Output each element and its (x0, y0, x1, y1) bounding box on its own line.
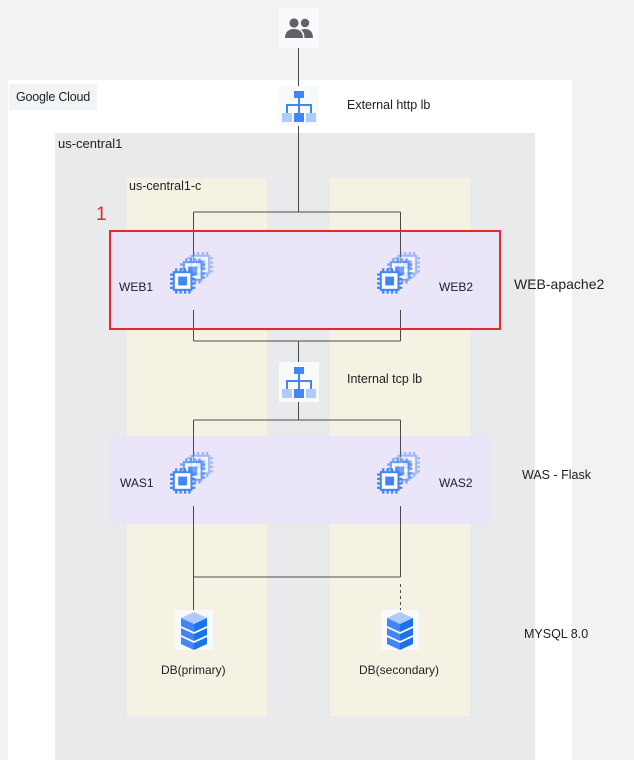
db-primary-icon (175, 610, 213, 650)
was2-compute-icon (372, 452, 430, 510)
external-lb-label: External http lb (347, 98, 431, 112)
db-secondary-label: DB(secondary) (359, 663, 440, 677)
external-lb-icon (279, 86, 319, 126)
web-tier-highlight (109, 230, 501, 330)
users-icon (279, 8, 319, 48)
internal-lb-label: Internal tcp lb (347, 372, 423, 386)
db-tier-label: MYSQL 8.0 (524, 627, 589, 641)
callout-marker: 1 (96, 204, 107, 225)
region-label: us-central1 (58, 136, 123, 151)
was-tier-label: WAS - Flask (522, 468, 591, 482)
google-cloud-logo: Google Cloud (9, 84, 97, 110)
web-tier-label: WEB-apache2 (514, 276, 605, 292)
was1-compute-icon (165, 452, 223, 510)
was2-label: WAS2 (439, 476, 473, 490)
internal-lb-icon (279, 362, 319, 402)
web1-compute-icon (165, 252, 223, 310)
web2-label: WEB2 (439, 280, 474, 294)
db-primary-label: DB(primary) (161, 663, 226, 677)
web1-label: WEB1 (119, 280, 154, 294)
zone-label: us-central1-c (129, 179, 202, 193)
was1-label: WAS1 (120, 476, 154, 490)
db-secondary-icon (381, 610, 419, 650)
web2-compute-icon (372, 252, 430, 310)
